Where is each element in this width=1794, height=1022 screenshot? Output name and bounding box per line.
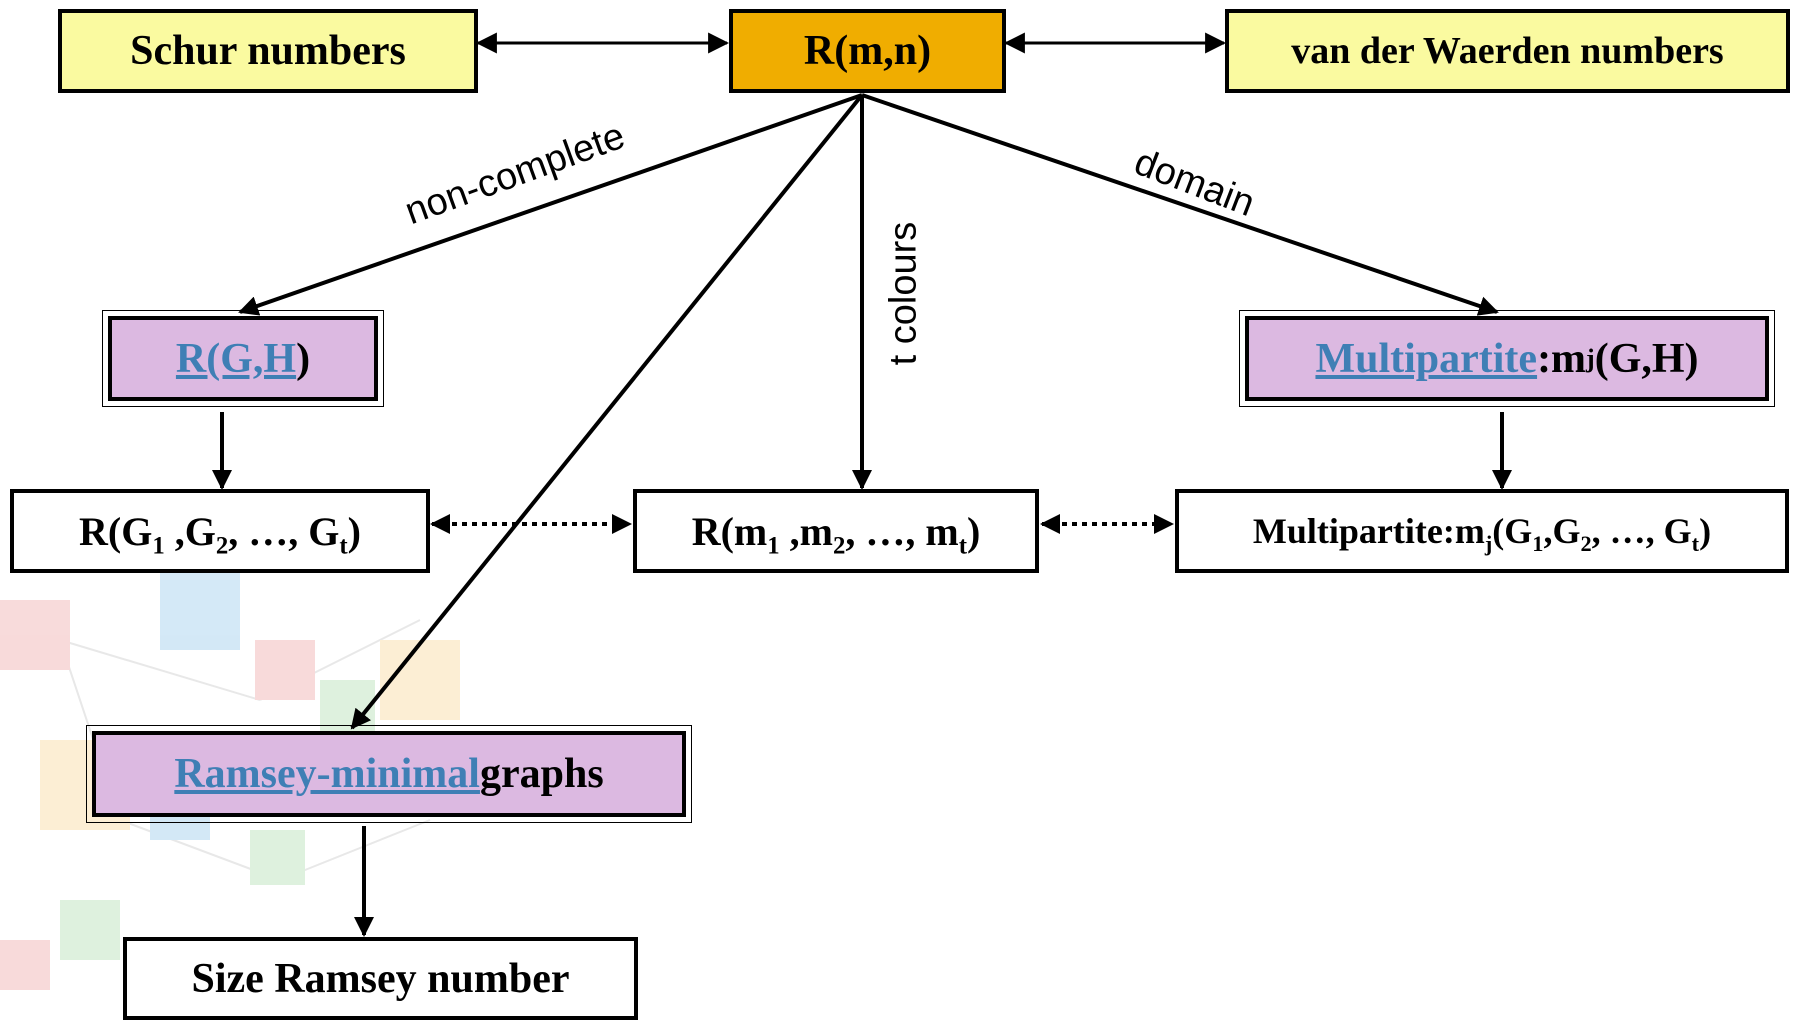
van-der-waerden-box: van der Waerden numbers <box>1225 9 1790 93</box>
rgh-rest: ) <box>296 335 311 382</box>
rgh-box: R(G,H) <box>102 310 384 407</box>
ramsey-minimal-link[interactable]: Ramsey-minimal <box>174 751 480 797</box>
edge-rmn-rgh <box>238 93 863 316</box>
multipartite-link[interactable]: Multipartite <box>1315 335 1538 382</box>
rg-multi-label: R(G1 ,G2, …, Gt) <box>79 508 361 560</box>
edge-rmn-ramsey-minimal <box>350 93 864 730</box>
ramsey-number-box: R(m,n) <box>729 9 1006 93</box>
rg-multi-box: R(G1 ,G2, …, Gt) <box>10 489 430 573</box>
ramsey-number-label: R(m,n) <box>803 28 932 74</box>
van-der-waerden-label: van der Waerden numbers <box>1291 30 1724 72</box>
edge-rmn-multipartite <box>861 93 1499 316</box>
schur-numbers-label: Schur numbers <box>130 28 406 74</box>
rm-multi-box: R(m1 ,m2, …, mt) <box>633 489 1039 573</box>
rgh-link[interactable]: R(G,H <box>175 335 297 382</box>
multipartite-prefix: :m <box>1537 335 1587 382</box>
ramsey-minimal-rest: graphs <box>479 751 604 797</box>
multipartite-suffix: (G,H) <box>1594 335 1699 382</box>
edge-label-t-colours: t colours <box>882 221 925 366</box>
mp-multi-box: Multipartite:mj(G1,G2, …, Gt) <box>1175 489 1789 573</box>
schur-numbers-box: Schur numbers <box>58 9 478 93</box>
rm-multi-label: R(m1 ,m2, …, mt) <box>691 508 981 560</box>
mp-multi-label: Multipartite:mj(G1,G2, …, Gt) <box>1252 511 1712 556</box>
size-ramsey-label: Size Ramsey number <box>191 955 570 1002</box>
ramsey-minimal-box: Ramsey-minimal graphs <box>86 725 692 823</box>
size-ramsey-box: Size Ramsey number <box>123 937 638 1020</box>
